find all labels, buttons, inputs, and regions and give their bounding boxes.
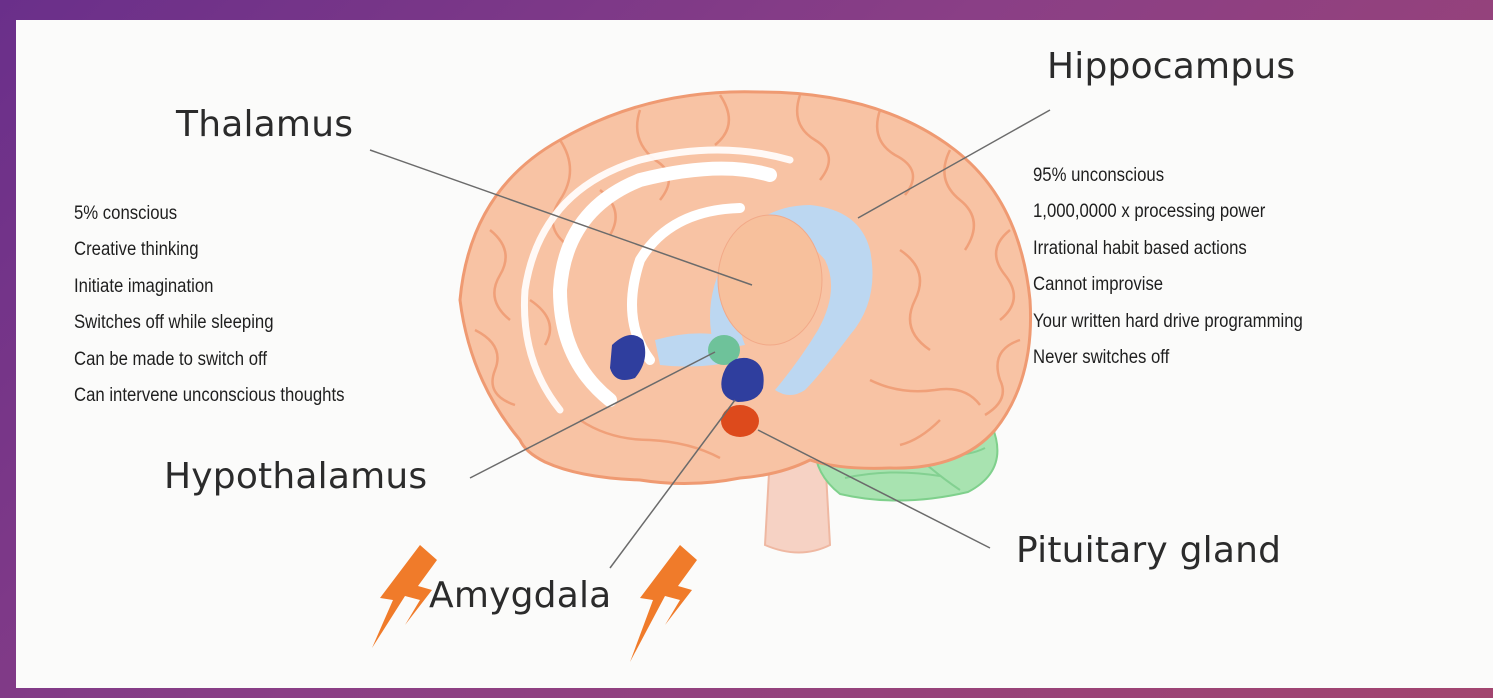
list-item: Switches off while sleeping <box>74 305 344 341</box>
pituitary-label: Pituitary gland <box>1016 530 1281 571</box>
list-item: 5% conscious <box>74 196 344 232</box>
amygdala-label: Amygdala <box>429 575 611 616</box>
hippocampus-label: Hippocampus <box>1047 46 1295 87</box>
list-item: Your written hard drive programming <box>1033 304 1303 340</box>
list-item: 1,000,0000 x processing power <box>1033 194 1303 230</box>
list-item: Irrational habit based actions <box>1033 231 1303 267</box>
unconscious-notes-list: 95% unconscious 1,000,0000 x processing … <box>1033 158 1340 376</box>
list-item: Can be made to switch off <box>74 342 344 378</box>
conscious-notes-list: 5% conscious Creative thinking Initiate … <box>74 196 381 414</box>
list-item: 95% unconscious <box>1033 158 1303 194</box>
thalamus-label: Thalamus <box>176 104 353 145</box>
list-item: Can intervene unconscious thoughts <box>74 378 344 414</box>
hypothalamus-label: Hypothalamus <box>164 456 427 497</box>
list-item: Cannot improvise <box>1033 267 1303 303</box>
lightning-bolt-icon <box>630 545 697 662</box>
list-item: Creative thinking <box>74 232 344 268</box>
list-item: Initiate imagination <box>74 269 344 305</box>
thalamus <box>718 215 822 345</box>
list-item: Never switches off <box>1033 340 1303 376</box>
pituitary-node <box>721 405 759 437</box>
lightning-bolt-icon <box>372 545 437 648</box>
